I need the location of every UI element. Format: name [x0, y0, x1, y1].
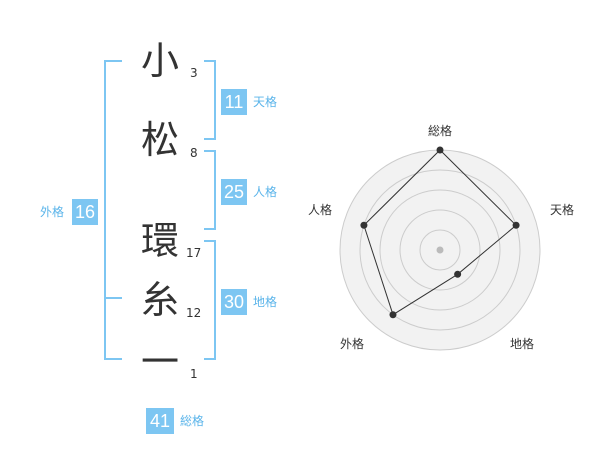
- radar-label-jinkaku: 人格: [308, 203, 333, 217]
- jinkaku-bracket: [204, 150, 216, 230]
- radar-label-gaikaku: 外格: [340, 337, 365, 351]
- chikaku-label: 地格: [253, 295, 278, 309]
- radar-label-tenkaku: 天格: [550, 203, 575, 217]
- gaikaku-bracket-divider: [106, 297, 122, 299]
- soukaku-value: 41: [146, 408, 174, 434]
- radar-center-dot: [436, 246, 444, 254]
- name-char-3: 環: [140, 219, 179, 263]
- radar-series-line: [363, 149, 517, 316]
- gaikaku-value: 16: [72, 199, 98, 225]
- name-char-2: 松: [140, 118, 179, 162]
- radar-point-4: [389, 311, 397, 319]
- jinkaku-label: 人格: [253, 185, 278, 199]
- radar-point-2: [512, 221, 520, 229]
- tenkaku-label: 天格: [253, 95, 278, 109]
- soukaku-label: 総格: [180, 414, 205, 428]
- radar-label-chikaku: 地格: [510, 337, 535, 351]
- stroke-count-3: 17: [186, 246, 202, 260]
- stroke-count-5: 1: [190, 367, 198, 381]
- gaikaku-label: 外格: [40, 205, 65, 219]
- chikaku-bracket: [204, 240, 216, 360]
- name-char-1: 小: [140, 39, 179, 83]
- radar-point-3: [454, 270, 462, 278]
- stroke-count-4: 12: [186, 306, 202, 320]
- gaikaku-bracket: [104, 60, 122, 360]
- radar-point-1: [436, 146, 444, 154]
- tenkaku-bracket: [204, 60, 216, 140]
- jinkaku-value: 25: [221, 179, 247, 205]
- tenkaku-value: 11: [221, 89, 247, 115]
- stroke-count-1: 3: [190, 66, 198, 80]
- stroke-count-2: 8: [190, 146, 198, 160]
- radar-point-5: [360, 221, 368, 229]
- name-char-5: 一: [140, 340, 179, 384]
- chikaku-value: 30: [221, 289, 247, 315]
- radar-label-soukaku: 総格: [428, 124, 453, 138]
- name-char-4: 糸: [140, 278, 179, 322]
